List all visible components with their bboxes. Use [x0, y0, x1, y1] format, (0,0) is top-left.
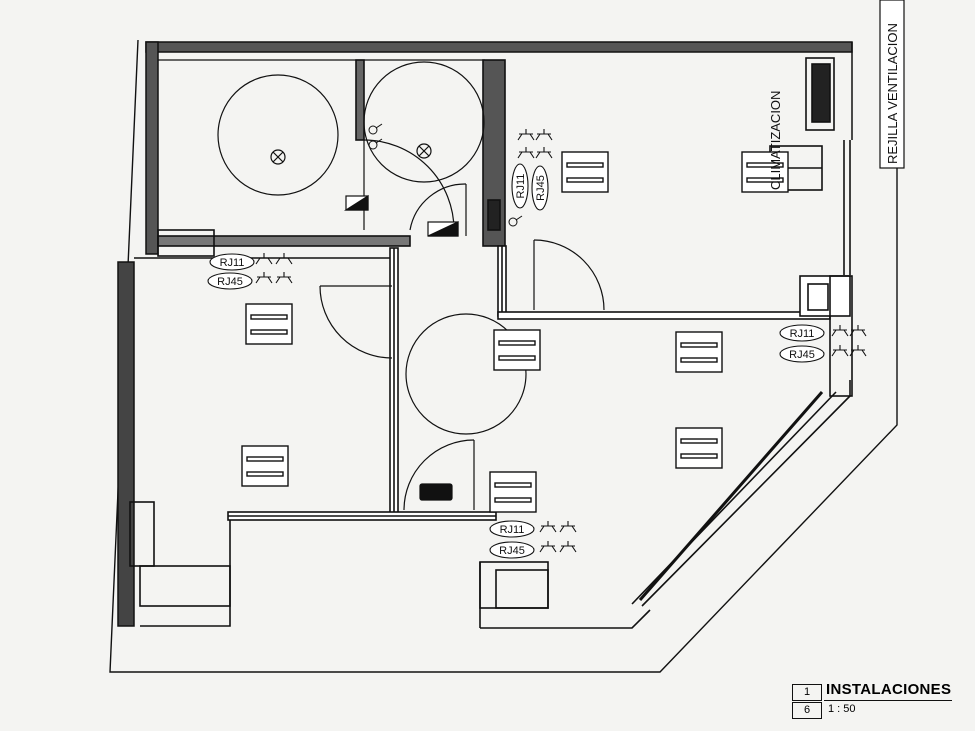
- door-swings: [319, 139, 605, 511]
- page-number: 6: [792, 702, 822, 719]
- outlet-icon: [255, 129, 867, 553]
- outlet-icon: [275, 253, 293, 265]
- outlet-icon: [849, 345, 867, 357]
- light-fixture-icon: [270, 143, 432, 165]
- outlet-icon: [535, 147, 553, 159]
- outlet-icon: [849, 325, 867, 337]
- title-underline: [824, 700, 952, 702]
- luminaire-icon: [561, 151, 609, 193]
- luminaire-icon: [741, 151, 789, 193]
- rj45-label: RJ45: [535, 175, 547, 201]
- outlet-icon: [559, 541, 577, 553]
- luminaire-icon: [241, 151, 789, 513]
- rj11-oval: [511, 163, 529, 209]
- rejilla-ventilacion-label: REJILLA VENTILACION: [885, 23, 900, 164]
- rj45-label: RJ45: [789, 349, 815, 361]
- electrical-panel-icon: [343, 194, 459, 501]
- rj45-oval: [489, 541, 535, 559]
- luminaire-icon: [241, 445, 289, 487]
- rj45-oval: [207, 272, 253, 290]
- rj45-oval: [531, 165, 549, 211]
- rj11-oval: [779, 324, 825, 342]
- luminaire-icon: [489, 471, 537, 513]
- outlet-icon: [255, 272, 273, 284]
- outlet-icon: [275, 272, 293, 284]
- rj45-label: RJ45: [499, 545, 525, 557]
- luminaire-icon: [675, 427, 723, 469]
- rj11-label: RJ11: [500, 524, 525, 536]
- outlet-icon: [517, 129, 535, 141]
- exterior-walls: [117, 41, 853, 627]
- luminaire-icon: [675, 331, 723, 373]
- outlet-icon: [539, 521, 557, 533]
- luminaire-icon: [493, 329, 541, 371]
- outlet-icon: [517, 147, 535, 159]
- sheet-title: INSTALACIONES: [826, 681, 952, 698]
- rj45-label: RJ45: [217, 276, 243, 288]
- drawing-scale: 1 : 50: [828, 703, 856, 715]
- title-block: 1 INSTALACIONES 6 1 : 50: [792, 681, 952, 720]
- luminaire-icon: [245, 303, 293, 345]
- rj11-oval: [209, 253, 255, 271]
- rj11-label: RJ11: [220, 257, 245, 269]
- rj11-label: RJ11: [515, 174, 527, 199]
- rj45-oval: [779, 345, 825, 363]
- rj11-oval: [489, 520, 535, 538]
- outlet-icon: [831, 325, 849, 337]
- rj-socket-labels: RJ11 RJ45 RJ11 RJ45 RJ11 RJ45 RJ11 RJ45: [207, 163, 825, 559]
- outlet-icon: [255, 253, 273, 265]
- switch-icon: [368, 123, 523, 227]
- climatizacion-label: CLIMATIZACION: [768, 91, 783, 190]
- outlet-icon: [539, 541, 557, 553]
- interior-walls: [129, 57, 853, 629]
- outlet-icon: [535, 129, 553, 141]
- turning-circles: [217, 61, 527, 435]
- sheet-number: 1: [792, 684, 822, 701]
- rj11-label: RJ11: [790, 328, 815, 340]
- rejilla-label-frame: [879, 0, 905, 169]
- outlet-icon: [559, 521, 577, 533]
- outlet-icon: [831, 345, 849, 357]
